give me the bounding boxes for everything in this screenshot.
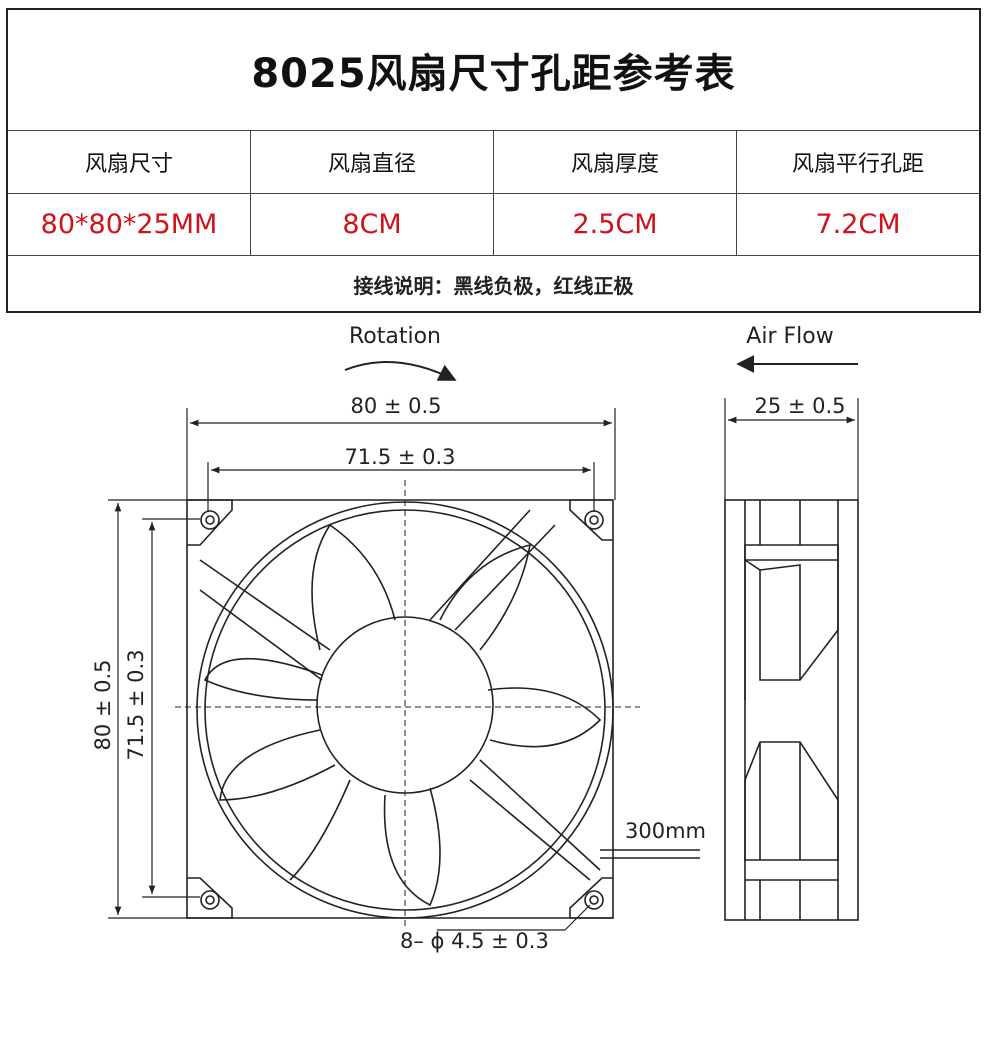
- table-value-row: 80*80*25MM 8CM 2.5CM 7.2CM: [8, 194, 979, 256]
- value-cell: 8CM: [251, 194, 494, 255]
- value-cell: 7.2CM: [737, 194, 979, 255]
- value-cell: 2.5CM: [494, 194, 737, 255]
- hole-spec-leader: [437, 904, 591, 931]
- spec-table: 8025风扇尺寸孔距参考表 风扇尺寸 风扇直径 风扇厚度 风扇平行孔距 80*8…: [6, 8, 981, 313]
- mounting-hole: [589, 515, 599, 525]
- mounting-hole: [589, 895, 599, 905]
- height-hole-pitch-dimension-label: 71.5 ± 0.3: [124, 649, 148, 760]
- mounting-hole: [205, 895, 215, 905]
- header-size: 风扇尺寸: [84, 152, 173, 177]
- hole-pitch-dimension: [207, 462, 595, 512]
- value-thickness: 2.5CM: [572, 209, 658, 240]
- fan-side-view: [724, 499, 859, 921]
- value-diameter: 8CM: [342, 209, 402, 240]
- height-dimension: [108, 499, 190, 919]
- fan-front-view: [186, 499, 700, 919]
- table-title: 8025风扇尺寸孔距参考表: [251, 51, 736, 97]
- thickness-dimension: [724, 398, 859, 500]
- header-cell: 风扇尺寸: [8, 131, 251, 193]
- header-hole-pitch: 风扇平行孔距: [791, 152, 924, 177]
- wiring-note: 接线说明：黑线负极，红线正极: [353, 274, 634, 298]
- value-size: 80*80*25MM: [40, 209, 218, 240]
- value-cell: 80*80*25MM: [8, 194, 251, 255]
- width-dimension: [186, 408, 616, 500]
- header-cell: 风扇直径: [251, 131, 494, 193]
- center-lines: [175, 480, 640, 930]
- mounting-hole: [200, 890, 220, 910]
- value-hole-pitch: 7.2CM: [815, 209, 901, 240]
- height-dimension-label: 80 ± 0.5: [91, 659, 115, 750]
- header-diameter: 风扇直径: [327, 152, 416, 177]
- rotation-label: Rotation: [349, 324, 441, 349]
- table-header-row: 风扇尺寸 风扇直径 风扇厚度 风扇平行孔距: [8, 131, 979, 194]
- rotation-arrow: [344, 361, 457, 381]
- airflow-label: Air Flow: [746, 324, 833, 349]
- mounting-hole: [584, 510, 604, 530]
- hole-pitch-dimension-label: 71.5 ± 0.3: [344, 445, 455, 469]
- header-thickness: 风扇厚度: [570, 152, 659, 177]
- fan-dimension-drawing: Rotation Air Flow 80 ± 0.5 71.5 ± 0.3 80…: [91, 324, 859, 953]
- table-title-row: 8025风扇尺寸孔距参考表: [8, 10, 979, 131]
- wiring-note-row: 接线说明：黑线负极，红线正极: [8, 256, 979, 313]
- cable-length-label: 300mm: [625, 819, 706, 843]
- height-hole-pitch-dimension: [142, 518, 200, 898]
- mounting-hole: [584, 890, 604, 910]
- thickness-dimension-label: 25 ± 0.5: [754, 394, 845, 418]
- mounting-hole: [200, 510, 220, 530]
- hole-spec-label: 8– ϕ 4.5 ± 0.3: [400, 929, 549, 953]
- header-cell: 风扇厚度: [494, 131, 737, 193]
- header-cell: 风扇平行孔距: [737, 131, 979, 193]
- width-dimension-label: 80 ± 0.5: [350, 394, 441, 418]
- mounting-hole: [205, 515, 215, 525]
